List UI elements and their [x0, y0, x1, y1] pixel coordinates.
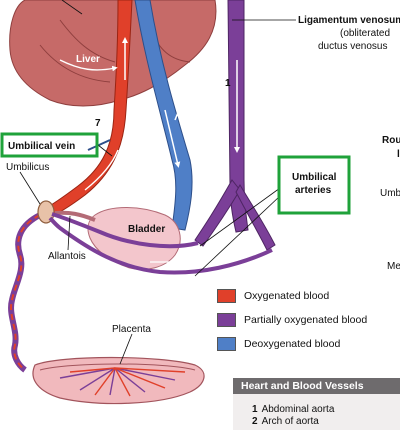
- liver-shape: [9, 0, 217, 107]
- legend-label: Deoxygenated blood: [244, 338, 341, 350]
- item-number: 2: [252, 416, 258, 427]
- edge-label-rou: Rou: [382, 135, 400, 146]
- bladder-shape: [87, 207, 181, 270]
- umbilicus-ring: [37, 200, 55, 224]
- legend-item-deoxygenated: Deoxygenated blood: [217, 335, 340, 353]
- umbilical-vein-highlight: [0, 132, 99, 158]
- legend-label: Partially oxygenated blood: [244, 314, 368, 326]
- umbilical-arteries-highlight: [277, 155, 351, 215]
- ligamentum-label-line2: (obliterated: [340, 28, 390, 39]
- umbilicus-label: Umbilicus: [6, 162, 49, 173]
- umbilical-arteries-label-2: arteries: [295, 185, 332, 196]
- placenta-label: Placenta: [112, 324, 151, 335]
- vein-number-label: 7: [95, 118, 101, 129]
- legend-item-partially-oxygenated: Partially oxygenated blood: [217, 311, 367, 329]
- allantois-label: Allantois: [48, 251, 86, 262]
- ligamentum-label: Ligamentum venosum: [298, 15, 400, 26]
- partially-oxygenated-swatch: [217, 313, 236, 327]
- item-name: Arch of aorta: [261, 416, 319, 427]
- heart-vessels-title: Heart and Blood Vessels: [233, 378, 400, 394]
- bladder-label: Bladder: [128, 224, 165, 235]
- ligamentum-label-line3: ductus venosus: [318, 41, 388, 52]
- item-name: Abdominal aorta: [261, 404, 335, 415]
- umbilical-arteries-label-1: Umbilical: [292, 172, 337, 183]
- aorta-number-label: 1: [225, 78, 231, 89]
- blood-legend: Oxygenated blood Partially oxygenated bl…: [213, 285, 373, 357]
- deoxygenated-swatch: [217, 337, 236, 351]
- edge-label-umb: Umb: [380, 188, 400, 199]
- legend-label: Oxygenated blood: [244, 290, 330, 302]
- liver-label: Liver: [76, 54, 100, 65]
- legend-item-oxygenated: Oxygenated blood: [217, 287, 329, 305]
- item-number: 1: [252, 404, 258, 415]
- placenta-shape: [32, 356, 205, 405]
- edge-label-me: Me: [387, 261, 400, 272]
- vena-cava-vessel: [134, 0, 193, 231]
- oxygenated-swatch: [217, 289, 236, 303]
- umbilical-vein-label: Umbilical vein: [8, 141, 75, 152]
- edge-label-l: l: [397, 149, 400, 160]
